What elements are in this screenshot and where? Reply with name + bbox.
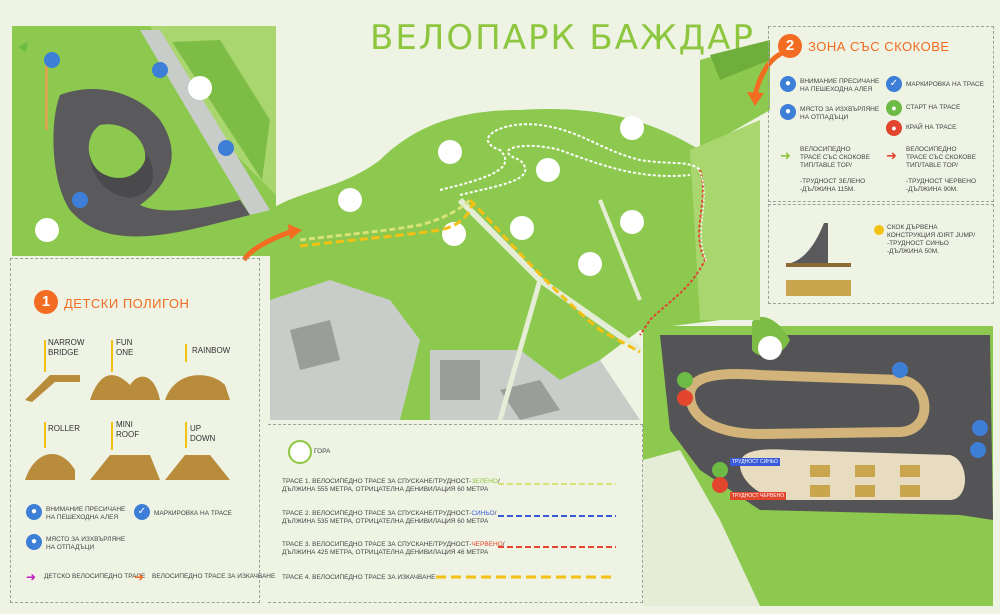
jump-legend-crossing: ВНИМАНИЕ ПРЕСИЧАНЕ НА ПЕШЕХОДНА АЛЕЯ [800,78,880,93]
marking-check-icon: ✓ [886,76,902,92]
legend-forest: ГОРА [314,448,331,455]
forest-tree-icon [288,440,312,464]
jump-legend-green-table: ВЕЛОСИПЕДНО ТРАСЕ СЪС СКОКОВЕ ТИП/TABLE … [800,146,870,193]
kids-legend-waste: МЯСТО ЗА ИЗХВЪРЛЯНЕ НА ОТПАДЪЦИ [46,536,126,551]
wood-jump-dot-icon [874,225,884,235]
kids-legend-marking: МАРКИРОВКА НА ТРАСЕ [154,510,232,517]
legend-trail-4: ТРАСЕ 4. ВЕЛОСИПЕДНО ТРАСЕ ЗА ИЗКАЧВАНЕ [282,574,436,581]
jump-legend-end: КРАЙ НА ТРАСЕ [906,124,957,131]
jump-zone-legend-panel [768,26,994,202]
obstacle-fun-one: FUN ONE [116,338,134,357]
red-table-arrow-icon: ➜ [886,148,897,163]
kids-legend-crossing: ВНИМАНИЕ ПРЕСИЧАНЕ НА ПЕШЕХОДНА АЛЕЯ [46,506,126,521]
end-bike-icon: ● [886,120,902,136]
trail-3-line [498,546,616,548]
kids-legend-climb-trail: ВЕЛОСИПЕДНО ТРАСЕ ЗА ИЗКАЧВАНЕ [152,573,276,580]
obstacle-up-down: UP DOWN [190,424,216,443]
blue-difficulty-tag: ТРУДНОСТ СИНЬО [730,458,780,466]
jump-legend-waste: МЯСТО ЗА ИЗХВЪРЛЯНЕ НА ОТПАДЪЦИ [800,106,880,121]
kids-section-title: ДЕТСКИ ПОЛИГОН [64,296,190,311]
jump-legend-red-table: ВЕЛОСИПЕДНО ТРАСЕ СЪС СКОКОВЕ ТИП/TABLE … [906,146,976,193]
jump-legend-start: СТАРТ НА ТРАСЕ [906,104,961,111]
obstacles-art [25,340,230,480]
legend-trail-3: ТРАСЕ 3. ВЕЛОСИПЕДНО ТРАСЕ ЗА СПУСКАНЕ/Т… [282,541,505,556]
kids-obstacles [20,330,240,510]
obstacle-roller: ROLLER [48,424,81,433]
trails [299,123,708,354]
climb-trail-arrow-icon: ➜ [134,570,145,584]
pedestrian-crossing-icon: ● [780,76,796,92]
jump-legend-wood-jump: СКОК ДЪРВЕНА КОНСТРУКЦИЯ /DIRT JUMP/ -ТР… [887,224,976,255]
map-legend-panel [268,424,643,603]
obstacle-mini-roof: MINI ROOF [116,420,140,439]
jump-zone-map [643,316,993,606]
jump-legend-marking: МАРКИРОВКА НА ТРАСЕ [906,81,984,88]
wood-jump-panel [768,204,994,304]
waste-bin-icon: ● [780,104,796,120]
jumps-section-number: 2 [778,34,802,58]
trail-4-line [436,575,616,579]
marking-check-icon: ✓ [134,504,150,520]
legend-trail-2: ТРАСЕ 2. ВЕЛОСИПЕДНО ТРАСЕ ЗА СПУСКАНЕ/Т… [282,510,497,525]
start-bike-icon: ● [886,100,902,116]
trail-2-line [498,515,616,517]
kids-polygon-panel [10,258,260,603]
red-difficulty-tag: ТРУДНОСТ ЧЕРВЕНО [730,492,787,500]
green-table-arrow-icon: ➜ [780,148,791,163]
obstacle-narrow-bridge: NARROW BRIDGE [48,338,85,357]
arrow-to-kids [241,229,291,262]
waste-bin-icon: ● [26,534,42,550]
page-title: ВЕЛОПАРК БАЖДАР [370,18,755,58]
jumps-section-title: ЗОНА СЪС СКОКОВЕ [808,39,950,54]
pedestrian-crossing-icon: ● [26,504,42,520]
kids-section-number: 1 [34,290,58,314]
kids-legend-kids-trail: ДЕТСКО ВЕЛОСИПЕДНО ТРАСЕ [44,573,146,580]
kids-trail-arrow-icon: ➜ [26,570,37,584]
wood-jump-art [786,223,851,296]
obstacle-rainbow: RAINBOW [192,346,231,355]
main-forest-map [270,40,770,421]
trail-1-line [498,483,616,485]
legend-trail-1: ТРАСЕ 1. ВЕЛОСИПЕДНО ТРАСЕ ЗА СПУСКАНЕ/Т… [282,478,500,493]
kids-polygon-map [12,26,276,256]
